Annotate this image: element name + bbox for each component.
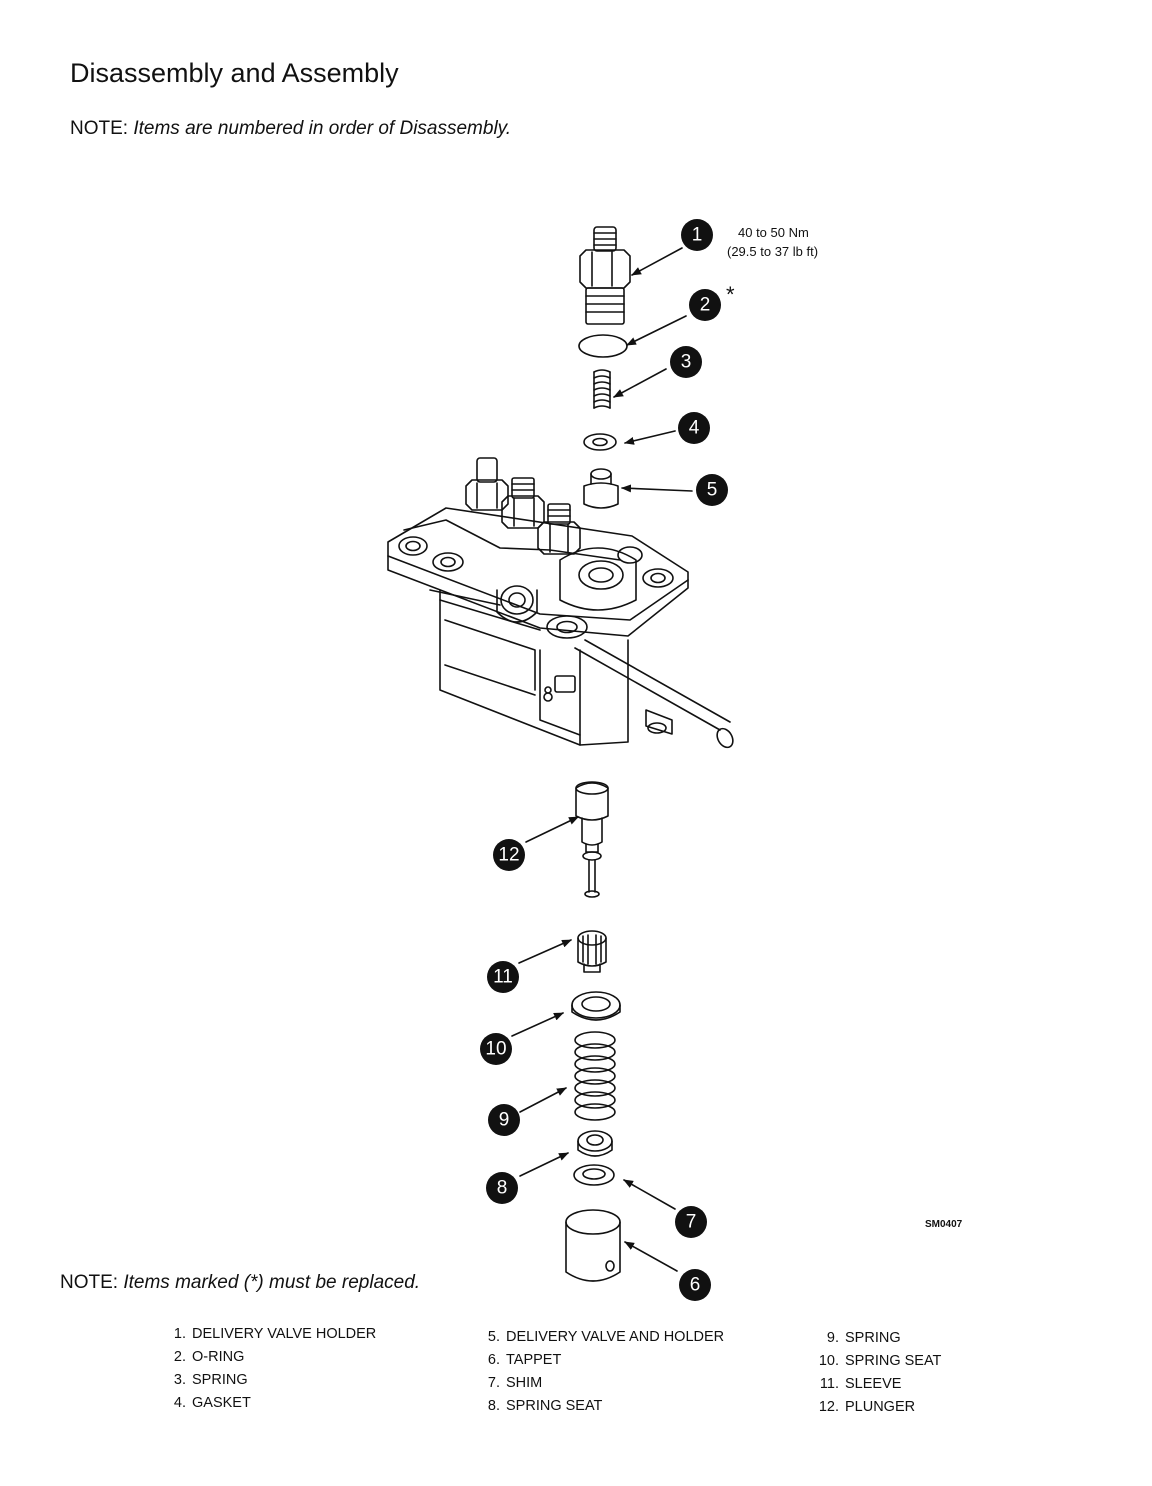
o-ring-drawing — [578, 334, 628, 358]
parts-list-column-2: 5.DELIVERY VALVE AND HOLDER 6.TAPPET 7.S… — [486, 1326, 724, 1418]
part-item: 3.SPRING — [173, 1372, 248, 1388]
svg-text:2: 2 — [700, 295, 711, 316]
sleeve-drawing — [577, 930, 607, 973]
part-item: 10.SPRING SEAT — [818, 1353, 942, 1369]
delivery-valve-holder-drawing — [579, 226, 631, 325]
note-label: NOTE: — [60, 1272, 119, 1293]
part-item: 11.SLEEVE — [819, 1376, 902, 1392]
figure-code: SM0407 — [925, 1219, 963, 1230]
svg-text:8: 8 — [497, 1178, 508, 1199]
part-item: 8.SPRING SEAT — [487, 1398, 603, 1414]
svg-text:4: 4 — [689, 418, 700, 439]
part-item: 5.DELIVERY VALVE AND HOLDER — [487, 1329, 725, 1345]
note-replace-items: NOTE: Items marked (*) must be replaced. — [60, 1272, 420, 1294]
svg-text:7: 7 — [686, 1212, 697, 1233]
svg-text:1: 1 — [692, 225, 703, 246]
callout-8: 8 — [486, 1172, 518, 1204]
parts-list-column-3: 9.SPRING 10.SPRING SEAT 11.SLEEVE 12.PLU… — [817, 1327, 942, 1419]
spring-seat-upper-drawing — [571, 991, 621, 1021]
part-item: 1.DELIVERY VALVE HOLDER — [173, 1326, 377, 1342]
shim-drawing — [573, 1164, 615, 1186]
delivery-valve-drawing — [583, 468, 619, 509]
callout-4: 4 — [678, 412, 710, 444]
callout-10: 10 — [480, 1033, 512, 1065]
tappet-drawing — [565, 1209, 621, 1282]
part-item: 9.SPRING — [826, 1330, 901, 1346]
torque-spec-line1: 40 to 50 Nm — [738, 225, 809, 240]
spring-large-drawing — [574, 1031, 616, 1121]
callout-7: 7 — [675, 1206, 707, 1238]
torque-spec-line2: (29.5 to 37 lb ft) — [727, 244, 818, 259]
spring-seat-lower-drawing — [577, 1130, 613, 1157]
callout-3: 3 — [670, 346, 702, 378]
callout-2: 2 — [689, 289, 721, 321]
svg-text:5: 5 — [707, 480, 718, 501]
svg-text:6: 6 — [690, 1275, 701, 1296]
part-item: 6.TAPPET — [487, 1352, 562, 1368]
svg-text:11: 11 — [493, 967, 513, 988]
page-title: Disassembly and Assembly — [70, 58, 399, 88]
part-item: 12.PLUNGER — [818, 1399, 916, 1415]
svg-text:12: 12 — [498, 845, 519, 866]
callout-6: 6 — [679, 1269, 711, 1301]
part-item: 7.SHIM — [487, 1375, 543, 1391]
spring-small-drawing — [593, 369, 611, 409]
gasket-drawing — [583, 433, 617, 451]
svg-text:3: 3 — [681, 352, 692, 373]
callout-1: 1 — [681, 219, 713, 251]
pump-body-drawing — [387, 507, 734, 749]
callout-9: 9 — [488, 1104, 520, 1136]
part-item: 2.O-RING — [173, 1349, 245, 1365]
note-label: NOTE: — [70, 118, 129, 139]
leader-arrows — [511, 247, 693, 1272]
pump-fittings-drawing — [465, 457, 581, 555]
part-item: 4.GASKET — [173, 1395, 251, 1411]
parts-list-column-1: 1.DELIVERY VALVE HOLDER 2.O-RING 3.SPRIN… — [172, 1323, 376, 1415]
replace-marker: * — [726, 282, 735, 307]
svg-text:10: 10 — [485, 1039, 506, 1060]
note-text: Items are numbered in order of Disassemb… — [133, 118, 512, 139]
note-text: Items marked (*) must be replaced. — [123, 1272, 421, 1293]
svg-text:9: 9 — [499, 1110, 510, 1131]
callout-12: 12 — [493, 839, 525, 871]
note-disassembly-order: NOTE: Items are numbered in order of Dis… — [70, 118, 511, 140]
callout-11: 11 — [487, 961, 519, 993]
plunger-drawing — [575, 781, 609, 898]
callout-5: 5 — [696, 474, 728, 506]
